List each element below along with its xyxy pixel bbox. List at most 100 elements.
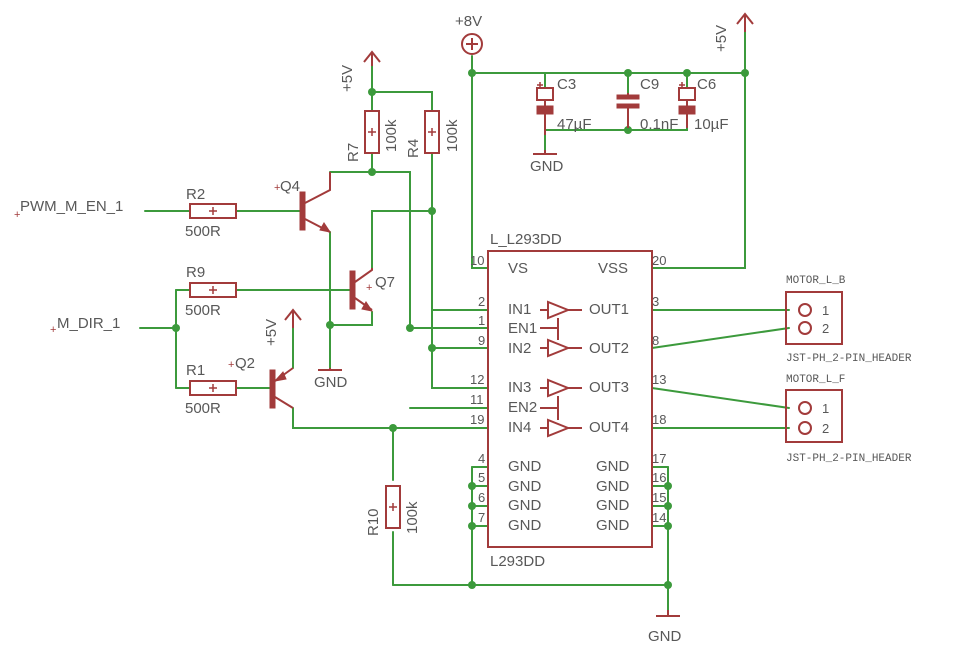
resistor-r2[interactable]: R2 500R	[185, 186, 237, 240]
v8-label: +8V	[455, 13, 482, 30]
transistor-q2[interactable]: + Q2	[228, 355, 294, 409]
svg-text:+: +	[274, 182, 280, 194]
svg-text:+: +	[50, 324, 56, 336]
c6-ref: C6	[697, 76, 716, 93]
ic-pin-num: 18	[652, 412, 666, 427]
pwm-net-label: + PWM_M_EN_1	[14, 198, 123, 221]
junction-dot	[468, 69, 476, 77]
ic-pin-label: IN3	[508, 379, 531, 396]
resistor-r10[interactable]: R10 100k	[365, 485, 421, 536]
ic-pin-num: 13	[652, 372, 666, 387]
ic-pin-label: GND	[508, 497, 542, 514]
buffer-icon	[540, 418, 582, 438]
r10-ref: R10	[365, 508, 382, 536]
connector-pin-label: 1	[822, 401, 829, 416]
junction-dot	[172, 324, 180, 332]
ic-pin-num: 1	[478, 313, 485, 328]
ic-pin-label: GND	[508, 458, 542, 475]
transistor-q4[interactable]: + Q4	[274, 172, 332, 233]
gnd-label: GND	[648, 628, 682, 645]
svg-text:+: +	[228, 359, 234, 371]
ic-pin-label: GND	[596, 458, 630, 475]
ic-pin-num: 16	[652, 470, 666, 485]
ic-pin-num: 2	[478, 294, 485, 309]
connector-pin-label: 1	[822, 303, 829, 318]
r9-ref: R9	[186, 264, 205, 281]
junction-dot	[741, 69, 749, 77]
ic-pin-label: OUT3	[589, 379, 629, 396]
r4-value: 100k	[444, 119, 461, 152]
ic-pin-label: GND	[508, 478, 542, 495]
junction-dot	[683, 69, 691, 77]
c9-ref: C9	[640, 76, 659, 93]
resistor-r7[interactable]: R7 100k	[345, 110, 400, 162]
connector-value: JST-PH_2-PIN_HEADER	[786, 353, 912, 365]
ic-pin-num: 5	[478, 470, 485, 485]
ic-pin-label: VSS	[598, 260, 628, 277]
connector-value: JST-PH_2-PIN_HEADER	[786, 453, 912, 465]
junction-dot	[368, 88, 376, 96]
junction-dot	[428, 344, 436, 352]
ic-pin-label: IN4	[508, 419, 531, 436]
junction-dot	[389, 424, 397, 432]
resistor-r9[interactable]: R9 500R	[185, 264, 237, 319]
connector-name: MOTOR_L_F	[786, 374, 845, 386]
enable-line-1	[540, 318, 559, 340]
c3-value: 47µF	[557, 116, 592, 133]
junction-dot	[624, 126, 632, 134]
capacitor-c9[interactable]: C9 0.1nF	[616, 76, 678, 133]
ic-pin-label: VS	[508, 260, 528, 277]
ic-pin-label: GND	[596, 478, 630, 495]
junction-dot	[624, 69, 632, 77]
ic-pin-num: 19	[470, 412, 484, 427]
connector-name: MOTOR_L_B	[786, 275, 846, 287]
r10-value: 100k	[404, 501, 421, 534]
wires	[139, 31, 790, 611]
junction-dot	[326, 321, 334, 329]
ic-pin-label: IN1	[508, 301, 531, 318]
junction-dot	[428, 207, 436, 215]
v8-supply-symbol: +8V	[455, 13, 483, 55]
connector-motor-l-b[interactable]: MOTOR_L_B 1 2 JST-PH_2-PIN_HEADER	[785, 275, 912, 365]
junction-dot	[368, 168, 376, 176]
q4-ref: Q4	[280, 178, 300, 195]
q2-ref: Q2	[235, 355, 255, 372]
enable-line-2	[540, 396, 559, 420]
ic-pin-num: 14	[652, 510, 666, 525]
junction-dot	[664, 502, 672, 510]
gnd-symbol-bottom: GND	[648, 610, 682, 645]
transistor-q7[interactable]: + Q7	[349, 268, 395, 312]
svg-text:+: +	[366, 282, 372, 294]
buffer-icon	[540, 338, 582, 358]
q7-ref: Q7	[375, 274, 395, 291]
gnd-label: GND	[314, 374, 348, 391]
ic-pin-label: OUT2	[589, 340, 629, 357]
ic-pin-num: 20	[652, 253, 666, 268]
connector-pin-label: 2	[822, 421, 829, 436]
ic-pin-num: 7	[478, 510, 485, 525]
connector-pin-label: 2	[822, 321, 829, 336]
ic-pin-num: 6	[478, 490, 485, 505]
ic-l293dd[interactable]: L_L293DD L293DD 10 VS 2 IN1 1 EN1 9 IN2 …	[470, 231, 666, 570]
junctions	[172, 69, 749, 589]
r1-ref: R1	[186, 362, 205, 379]
connector-motor-l-f[interactable]: MOTOR_L_F 1 2 JST-PH_2-PIN_HEADER	[785, 374, 912, 465]
gnd-label: GND	[530, 158, 564, 175]
ic-pin-num: 10	[470, 253, 484, 268]
junction-dot	[468, 502, 476, 510]
v5-supply-symbol-q2: +5V	[263, 308, 302, 346]
c3-ref: C3	[557, 76, 576, 93]
ic-pin-label: GND	[508, 517, 542, 534]
resistor-r4[interactable]: R4 100k	[405, 110, 461, 158]
buffer-icon	[540, 300, 582, 320]
r9-value: 500R	[185, 302, 221, 319]
capacitor-c6[interactable]: C6 10µF	[678, 76, 729, 133]
resistor-r1[interactable]: R1 500R	[185, 362, 237, 417]
junction-dot	[468, 522, 476, 530]
r4-ref: R4	[405, 139, 422, 158]
capacitor-c3[interactable]: C3 47µF	[536, 76, 592, 135]
ic-name: L_L293DD	[490, 231, 562, 248]
junction-dot	[468, 581, 476, 589]
